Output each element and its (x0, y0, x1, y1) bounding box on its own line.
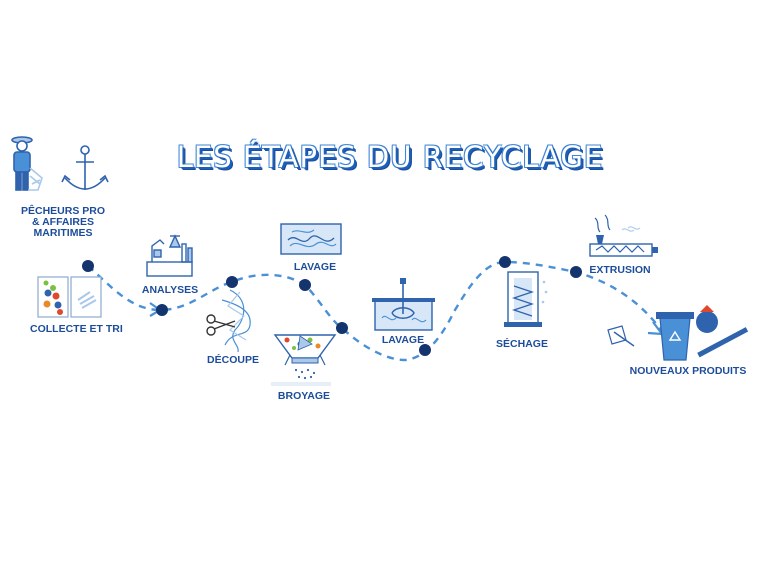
dryer-icon (504, 271, 548, 327)
label-analyses: ANALYSES (141, 284, 199, 296)
label-extrusion: EXTRUSION (589, 264, 651, 276)
label-collecte: COLLECTE ET TRI (30, 323, 123, 335)
dot-sechage (499, 256, 511, 268)
mixing-tank-icon (372, 278, 435, 331)
dot-extrusion (570, 266, 582, 278)
step-dots (82, 256, 582, 356)
extruder-icon (589, 214, 658, 257)
scissors-net-icon (206, 289, 251, 353)
new-products-icon (607, 305, 749, 361)
process-path (87, 260, 666, 362)
dot-lavage2 (419, 344, 431, 356)
dot-broyage (336, 322, 348, 334)
label-broyage: BROYAGE (277, 390, 331, 402)
dot-lavage1 (299, 279, 311, 291)
dot-analyses (156, 304, 168, 316)
sorting-bins-icon (37, 276, 102, 318)
label-lavage-1: LAVAGE (293, 261, 337, 273)
label-decoupe: DÉCOUPE (207, 354, 259, 366)
label-nouveaux-produits: NOUVEAUX PRODUITS (629, 365, 747, 377)
label-pecheurs: PÊCHEURS PRO & AFFAIRES MARITIMES (20, 205, 105, 239)
dot-decoupe (226, 276, 238, 288)
label-lavage-2: LAVAGE (381, 334, 425, 346)
dot-collecte (82, 260, 94, 272)
page-title: LES ÉTAPES DU RECYCLAGE (176, 140, 604, 174)
washing-tank-icon (280, 223, 342, 255)
grinder-icon (271, 334, 337, 386)
fisherman-anchor-icon (11, 136, 109, 191)
laboratory-icon (146, 234, 193, 277)
label-sechage: SÉCHAGE (496, 338, 548, 350)
